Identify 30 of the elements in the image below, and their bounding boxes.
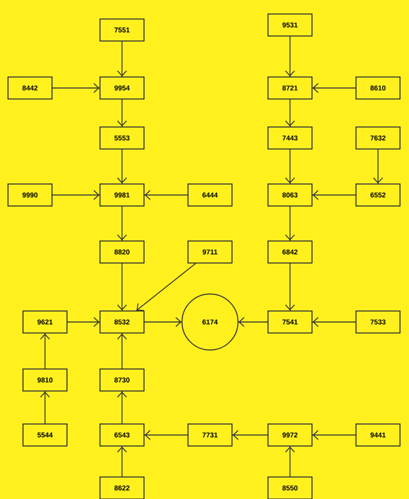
- arrow: [117, 263, 127, 311]
- arrow: [144, 190, 188, 200]
- arrow: [67, 317, 100, 327]
- arrow: [40, 391, 50, 424]
- arrow: [232, 430, 268, 440]
- arrow: [285, 263, 295, 311]
- arrow: [117, 149, 127, 184]
- arrow: [117, 391, 127, 424]
- arrow: [144, 430, 188, 440]
- arrow: [117, 99, 127, 127]
- arrow: [285, 149, 295, 184]
- arrow: [312, 83, 356, 93]
- arrow: [238, 317, 268, 327]
- arrow: [136, 263, 196, 311]
- arrow: [373, 149, 383, 184]
- arrow: [285, 99, 295, 127]
- arrow: [117, 206, 127, 241]
- arrow: [52, 83, 100, 93]
- arrow: [52, 190, 100, 200]
- arrow: [312, 317, 356, 327]
- arrow: [285, 206, 295, 241]
- arrow: [40, 333, 50, 369]
- arrow: [144, 317, 182, 327]
- arrow: [117, 446, 127, 477]
- arrow: [285, 446, 295, 477]
- arrow: [117, 333, 127, 369]
- arrow: [312, 430, 356, 440]
- arrow: [312, 190, 356, 200]
- arrow: [117, 41, 127, 77]
- arrow: [285, 36, 295, 77]
